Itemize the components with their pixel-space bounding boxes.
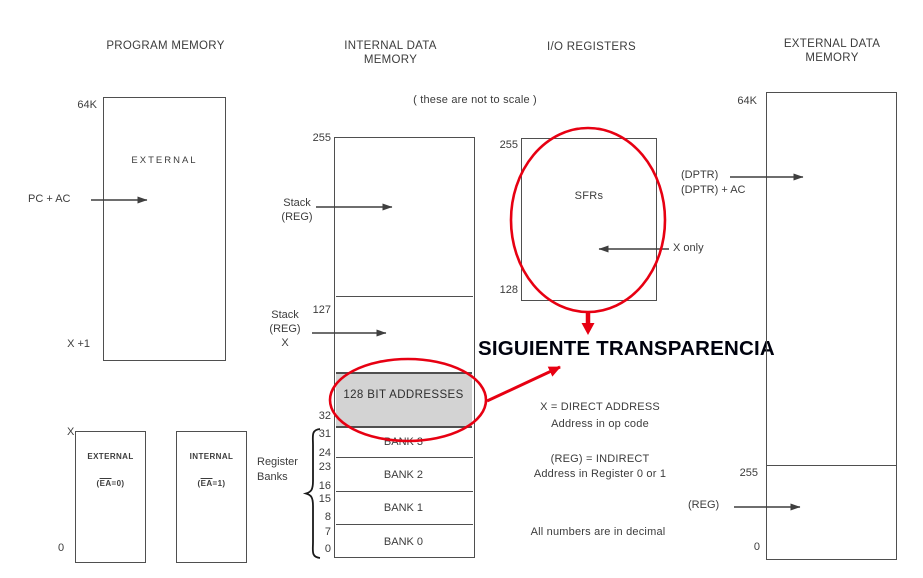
external-ea0-condition: (EA=0): [96, 479, 125, 488]
bank3-line: [336, 457, 473, 459]
x-only-label: X only: [673, 242, 704, 254]
pc-ac-label: PC + AC: [28, 193, 71, 205]
idm-31: 31: [318, 428, 331, 440]
idm-0: 0: [324, 543, 331, 555]
decimal-note: All numbers are in decimal: [530, 526, 666, 538]
external-ea0-name: EXTERNAL: [87, 452, 134, 461]
bank2-label: BANK 2: [383, 469, 424, 481]
sub-box-x-label: X: [67, 426, 75, 438]
bank2-line: [336, 491, 473, 493]
reg-label: (REG): [688, 499, 720, 511]
idm-16: 16: [318, 480, 331, 492]
io-128: 128: [499, 284, 518, 296]
sfrs-box: [521, 138, 657, 301]
direct-address-note: X = DIRECT ADDRESS Address in op code: [540, 401, 660, 430]
bank0-label: BANK 0: [383, 536, 424, 548]
idm-23: 23: [318, 461, 331, 473]
siguiente-transparencia-banner: SIGUIENTE TRANSPARENCIA: [478, 337, 775, 360]
program-memory-header: PROGRAM MEMORY: [106, 40, 225, 52]
edm-64k: 64K: [737, 95, 757, 107]
external-ea0-box: EXTERNAL (EA=0): [75, 431, 146, 563]
bit-addresses-red-ellipse: [328, 357, 488, 443]
idm-127-line: [336, 296, 473, 298]
external-data-memory-box: [766, 92, 897, 560]
io-registers-header: I/O REGISTERS: [547, 41, 636, 53]
program-memory-box: [103, 97, 226, 361]
internal-data-memory-header: INTERNAL DATA MEMORY: [344, 40, 437, 66]
bank1-line: [336, 524, 473, 526]
idm-15: 15: [318, 493, 331, 505]
program-memory-size: 64K: [77, 99, 97, 111]
idm-24: 24: [318, 447, 331, 459]
sfrs-to-banner-red-arrow: [581, 311, 595, 335]
x-plus-1-label: X +1: [67, 338, 90, 350]
stack-upper-label: Stack (REG): [281, 197, 313, 223]
sfrs-red-ellipse: [509, 126, 667, 314]
sfrs-label: SFRs: [574, 190, 604, 202]
bank1-label: BANK 1: [383, 502, 424, 514]
scale-note: ( these are not to scale ): [413, 94, 537, 106]
ellipse-to-banner-red-arrow: [486, 365, 561, 403]
external-data-memory-header: EXTERNAL DATA MEMORY: [783, 38, 881, 64]
internal-ea1-condition: (EA=1): [197, 479, 226, 488]
indirect-note: (REG) = INDIRECT Address in Register 0 o…: [533, 453, 667, 480]
idm-7: 7: [324, 526, 331, 538]
sub-box-zero-label: 0: [58, 542, 65, 554]
idm-32: 32: [318, 410, 331, 422]
dptr-label: (DPTR) (DPTR) + AC: [681, 169, 746, 196]
register-banks-label: Register Banks: [257, 456, 298, 483]
idm-8: 8: [324, 511, 331, 523]
edm-255-line: [767, 465, 896, 467]
idm-127: 127: [312, 304, 331, 316]
edm-255: 255: [739, 467, 758, 479]
io-255: 255: [499, 139, 518, 151]
internal-ea1-name: INTERNAL: [189, 452, 234, 461]
bit-addresses-band: 128 BIT ADDRESSES: [335, 372, 472, 428]
stack-lower-label: Stack (REG) X: [269, 309, 301, 349]
edm-0: 0: [753, 541, 760, 553]
internal-ea1-box: INTERNAL (EA=1): [176, 431, 247, 563]
internal-data-memory-box: [334, 137, 475, 558]
idm-255: 255: [312, 132, 331, 144]
register-banks-brace: [302, 428, 321, 559]
program-memory-region: EXTERNAL: [131, 155, 198, 166]
